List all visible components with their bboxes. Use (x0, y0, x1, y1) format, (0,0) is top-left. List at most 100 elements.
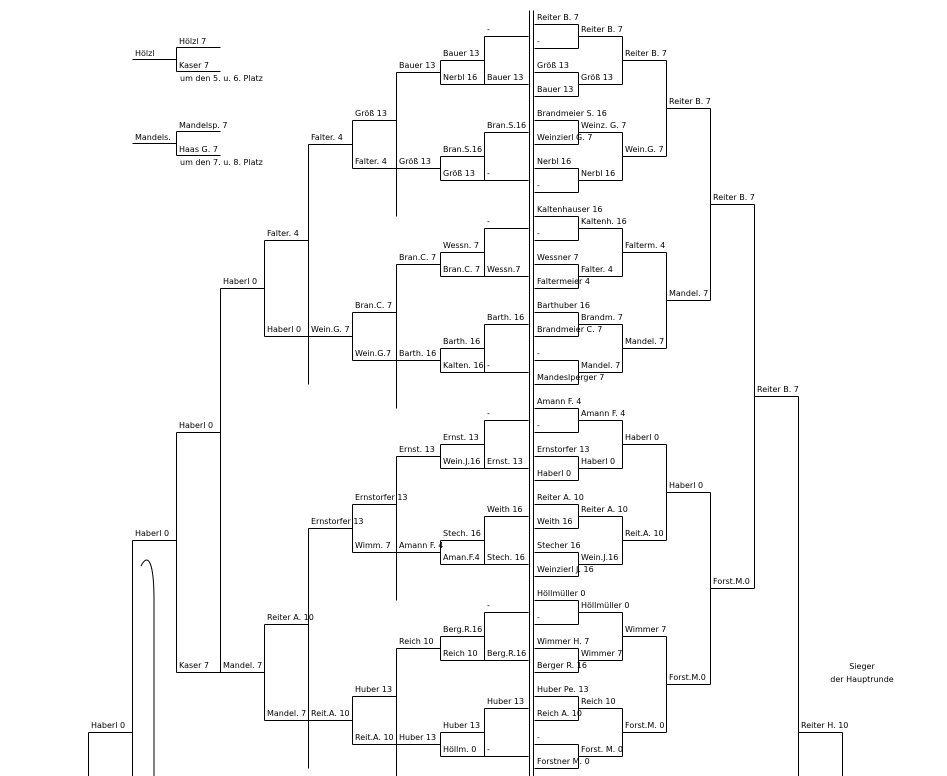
left-entry: Falter. 4 (267, 229, 299, 238)
left-entry: Falter. 4 (355, 157, 387, 166)
left-entry: Huber 13 (487, 697, 525, 706)
right-entry: - (537, 733, 540, 742)
right-entry: Barthuber 16 (537, 301, 590, 310)
right-entry: Haberl 0 (537, 469, 572, 478)
right-entry: - (537, 613, 540, 622)
left-entry: Huber 13 (355, 685, 393, 694)
left-entry: Amann F. 4 (399, 541, 444, 550)
left-entry: - (487, 169, 490, 178)
left-entry: Wein.G.7 (355, 349, 392, 358)
right-entry: Mandel. 7 (625, 337, 665, 346)
right-entry: Haberl 0 (625, 433, 660, 442)
left-entry: Nerbl 16 (443, 73, 478, 82)
left-entry: Haberl 0 (91, 721, 126, 730)
left-entry: - (487, 25, 490, 34)
right-entry: Wimmer 7 (625, 625, 667, 634)
curved-connector (140, 559, 155, 776)
placement-56-player-a: Hölzl 7 (179, 37, 207, 46)
right-entry: Faltermeier 4 (537, 277, 590, 286)
placement-78-caption: um den 7. u. 8. Platz (180, 158, 263, 167)
left-entry: - (487, 745, 490, 754)
left-entry: Wessn.7 (487, 265, 521, 274)
right-entry: Forstner M. 0 (537, 757, 590, 766)
left-entry: Berg.R.16 (487, 649, 527, 658)
left-entry: Haberl 0 (267, 325, 302, 334)
left-entry: Bauer 13 (443, 49, 480, 58)
right-entry: - (537, 37, 540, 46)
right-entry: Mandeslperger 7 (537, 373, 605, 382)
left-entry: Bran.S.16 (443, 145, 483, 154)
left-entry: Kaser 7 (179, 661, 210, 670)
right-entry: Brandmeier S. 16 (537, 109, 607, 118)
right-entry: Reiter B. 7 (713, 193, 755, 202)
placement-78-group: Mandels. (135, 133, 171, 142)
right-entry: Nerbl 16 (581, 169, 616, 178)
left-entry: Bauer 13 (487, 73, 524, 82)
right-entry: Höllmüller 0 (581, 601, 630, 610)
right-entry: Reiter B. 7 (537, 13, 579, 22)
left-entry: Huber 13 (399, 733, 437, 742)
right-entry: Bauer 13 (537, 85, 574, 94)
left-entry: - (487, 601, 490, 610)
right-entry: Falterm. 4 (625, 241, 666, 250)
winner-caption: Sieger (849, 662, 875, 671)
right-entry: Wein.G. 7 (625, 145, 664, 154)
left-entry: Ernst. 13 (399, 445, 435, 454)
winner-caption: der Hauptrunde (830, 675, 894, 684)
right-entry: Haberl 0 (669, 481, 704, 490)
placement-78-player-b: Haas G. 7 (179, 145, 218, 154)
right-entry: Berger R. 16 (537, 661, 587, 670)
left-entry: Stech. 16 (443, 529, 481, 538)
right-entry: Reich A. 10 (537, 709, 582, 718)
right-entry: Huber Pe. 13 (537, 685, 589, 694)
right-entry: - (537, 229, 540, 238)
left-entry: Reiter A. 10 (267, 613, 314, 622)
right-entry: Wimmer H. 7 (537, 637, 590, 646)
right-entry: Reit.A. 10 (625, 529, 664, 538)
right-entry: Nerbl 16 (537, 157, 572, 166)
left-entry: Barth. 16 (443, 337, 481, 346)
left-entry: Bran.C. 7 (399, 253, 437, 262)
right-entry: Weinz. G. 7 (581, 121, 627, 130)
right-entry: - (537, 349, 540, 358)
right-entry: Reiter H. 10 (801, 721, 849, 730)
right-entry: Wessner 7 (537, 253, 579, 262)
left-entry: - (487, 217, 490, 226)
left-entry: Mandel. 7 (267, 709, 307, 718)
left-entry: Bran.C. 7 (443, 265, 481, 274)
right-entry: Brandm. 7 (581, 313, 623, 322)
left-entry: Haberl 0 (223, 277, 258, 286)
right-entry: Weinzierl G. 7 (537, 133, 593, 142)
left-entry: Kalten. 16 (443, 361, 484, 370)
left-entry: - (487, 409, 490, 418)
right-entry: Reiter B. 7 (581, 25, 623, 34)
placement-56-caption: um den 5. u. 6. Platz (180, 74, 263, 83)
left-entry: Ernstorfer 13 (355, 493, 408, 502)
left-entry: Höllm. 0 (443, 745, 477, 754)
left-entry: Bauer 13 (399, 61, 436, 70)
right-entry: Amann F. 4 (537, 397, 582, 406)
right-entry: Weinzierl J. 16 (537, 565, 594, 574)
left-entry: Ernst. 13 (443, 433, 479, 442)
right-entry: Weith 16 (537, 517, 573, 526)
right-entry: Größ 13 (581, 73, 613, 82)
left-entry: Wein.J.16 (443, 457, 481, 466)
right-entry: Amann F. 4 (581, 409, 626, 418)
right-entry: Forst. M. 0 (581, 745, 623, 754)
right-entry: Brandmeier C. 7 (537, 325, 603, 334)
right-entry: Stecher 16 (537, 541, 581, 550)
right-entry: Kaltenh. 16 (581, 217, 627, 226)
left-entry: Reit.A. 10 (355, 733, 394, 742)
left-entry: Bran.C. 7 (355, 301, 393, 310)
placement-56-player-b: Kaser 7 (179, 61, 210, 70)
right-entry: Forst.M. 0 (625, 721, 665, 730)
left-entry: Größ 13 (355, 109, 387, 118)
left-entry: Falter. 4 (311, 133, 343, 142)
left-entry: Haberl 0 (135, 529, 170, 538)
left-entry: Barth. 16 (487, 313, 525, 322)
right-entry: Reich 10 (581, 697, 616, 706)
right-entry: - (537, 421, 540, 430)
right-entry: Wimmer 7 (581, 649, 623, 658)
